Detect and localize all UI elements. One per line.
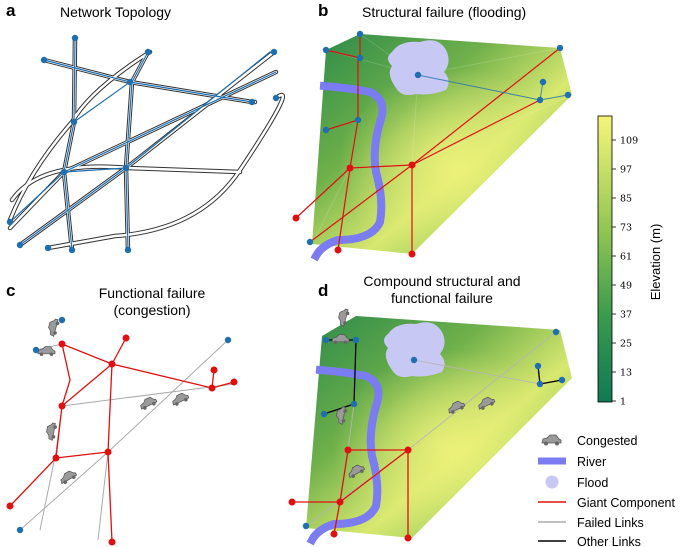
panel-c-letter: c bbox=[6, 281, 15, 300]
panel-c: c Functional failure (congestion) bbox=[6, 281, 238, 546]
panel-d-letter: d bbox=[318, 281, 328, 300]
legend-item-flood: Flood bbox=[545, 475, 608, 490]
panel-a-letter: a bbox=[6, 1, 16, 20]
svg-text:Congested: Congested bbox=[577, 434, 638, 448]
svg-text:Failed Links: Failed Links bbox=[577, 516, 644, 530]
legend-item-failed-links: Failed Links bbox=[538, 516, 644, 530]
colorbar-tick-label: 37 bbox=[620, 310, 632, 321]
links-b bbox=[295, 34, 561, 254]
colorbar-ticks: 109 97 85 73 61 49 37 25 13 1 bbox=[612, 136, 638, 408]
colorbar-tick-label: 85 bbox=[620, 194, 632, 205]
nodes-b bbox=[292, 30, 572, 258]
panel-b: b Structural failure (flooding) bbox=[292, 1, 573, 262]
legend: Congested River Flood Giant Component Fa… bbox=[538, 434, 676, 547]
panel-d: d Compound structural and functional fai… bbox=[288, 273, 572, 546]
panel-c-title-line1: Functional failure bbox=[99, 285, 206, 301]
panel-c-title-line2: (congestion) bbox=[113, 302, 190, 318]
legend-item-giant-component: Giant Component bbox=[538, 496, 676, 510]
river-b bbox=[310, 81, 387, 262]
colorbar-tick-label: 1 bbox=[620, 397, 626, 408]
giant-component-c bbox=[9, 337, 235, 543]
elevation-colorbar: 109 97 85 73 61 49 37 25 13 1 Elevation (m) bbox=[597, 115, 663, 408]
terrain-d bbox=[306, 316, 572, 538]
colorbar-tick-label: 97 bbox=[620, 165, 632, 176]
panel-b-letter: b bbox=[318, 1, 328, 20]
colorbar-title: Elevation (m) bbox=[648, 224, 663, 301]
svg-text:Giant Component: Giant Component bbox=[577, 496, 676, 510]
network-topology bbox=[7, 35, 286, 253]
flood-area-d bbox=[384, 322, 445, 378]
panel-b-title: Structural failure (flooding) bbox=[362, 4, 526, 20]
panel-a: a Network Topology bbox=[6, 1, 286, 254]
svg-text:Flood: Flood bbox=[577, 476, 608, 490]
flood-area-b bbox=[388, 40, 449, 96]
nodes-d bbox=[288, 328, 566, 542]
panel-d-title-line2: functional failure bbox=[391, 290, 493, 306]
car-icon bbox=[541, 434, 562, 446]
panel-a-title: Network Topology bbox=[60, 4, 171, 20]
panel-a-nodes bbox=[6, 34, 280, 254]
colorbar-tick-label: 61 bbox=[620, 252, 632, 263]
panel-d-title-line1: Compound structural and bbox=[363, 273, 520, 289]
legend-item-other-links: Other Links bbox=[538, 535, 641, 547]
legend-item-congested: Congested bbox=[541, 434, 638, 448]
flood-swatch bbox=[545, 475, 559, 489]
nodes-c bbox=[6, 316, 238, 546]
colorbar-tick-label: 109 bbox=[620, 136, 638, 147]
svg-text:River: River bbox=[577, 455, 606, 469]
svg-text:Other Links: Other Links bbox=[577, 535, 641, 547]
river-d bbox=[306, 365, 383, 546]
colorbar-tick-label: 13 bbox=[620, 368, 632, 379]
colorbar-tick-label: 73 bbox=[620, 223, 632, 234]
legend-item-river: River bbox=[538, 455, 606, 469]
colorbar-tick-label: 49 bbox=[620, 281, 632, 292]
colorbar-tick-label: 25 bbox=[620, 339, 632, 350]
